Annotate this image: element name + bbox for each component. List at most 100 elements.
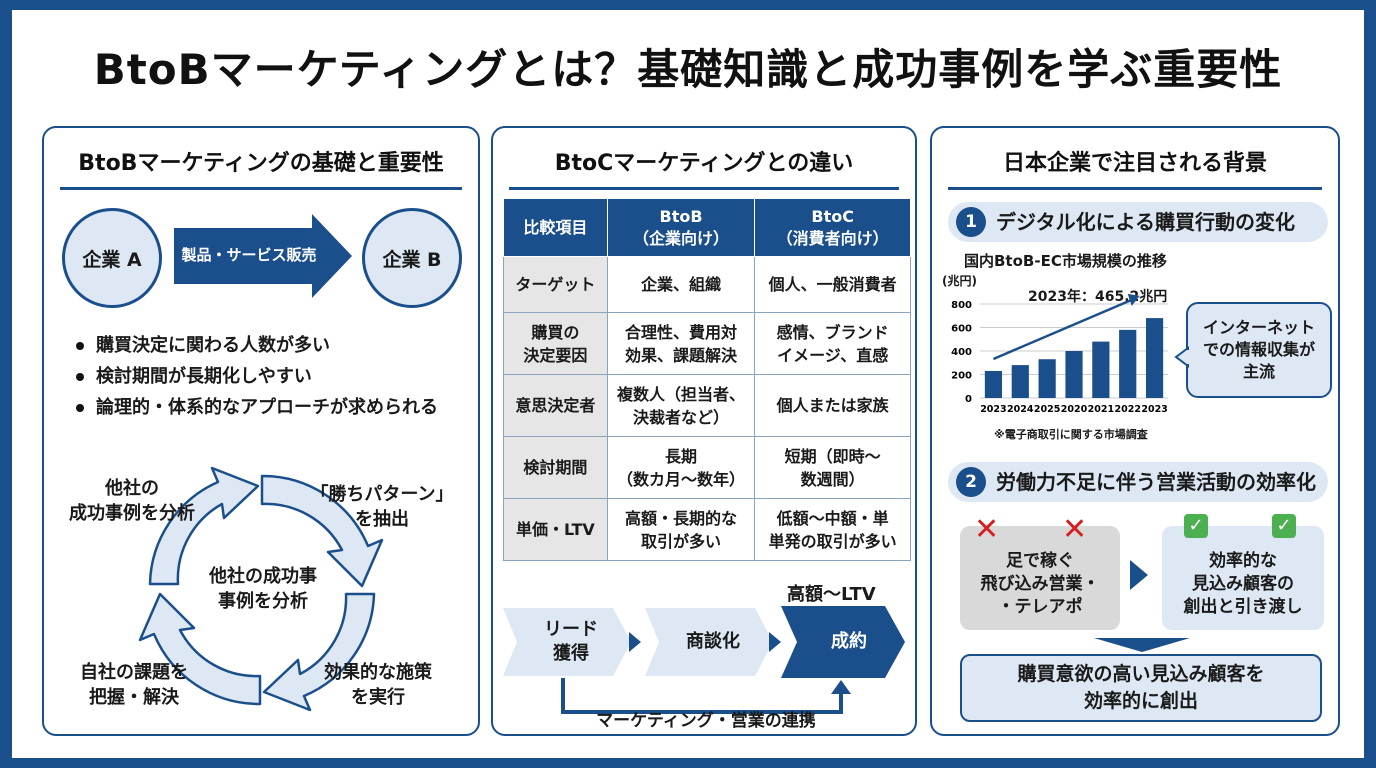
cycle-center-label: 他社の成功事 事例を分析 (209, 566, 317, 612)
check-icon: ✓ (1272, 514, 1296, 538)
section1-badge: 1 デジタル化による購買行動の変化 (948, 202, 1328, 242)
table-cell: 低額〜中額・単 単発の取引が多い (754, 498, 911, 561)
arrow-right-icon (1130, 560, 1148, 590)
chart-bar (1145, 318, 1164, 398)
table-row-label: 意思決定者 (503, 374, 608, 437)
x-tick-label: 2020 (1061, 404, 1088, 415)
company-b-label: 企業 B (382, 248, 442, 271)
company-b-circle: 企業 B (362, 208, 462, 308)
sales-arrow (174, 214, 352, 298)
cycle-center-text: 他社の成功事 事例を分析 (188, 564, 338, 614)
bullet-list: 購買決定に関わる人数が多い 検討期間が長期化しやすい 論理的・体系的なアプローチ… (74, 330, 438, 423)
result-box: 購買意欲の高い見込み顧客を 効率的に創出 (960, 654, 1322, 722)
comparison-table: 比較項目 BtoB （企業向け） BtoC （消費者向け） ターゲット 企業、組… (503, 198, 911, 561)
background-heading: 日本企業で注目される背景 (948, 148, 1322, 190)
table-row: 単価・LTV 高額・長期的な 取引が多い 低額〜中額・単 単発の取引が多い (503, 498, 911, 561)
table-cell: 個人、一般消費者 (754, 256, 911, 313)
table-row-label: ターゲット (503, 256, 608, 313)
table-row-label: 検討期間 (503, 436, 608, 499)
table-cell: 企業、組織 (606, 256, 756, 313)
table-cell: 長期 （数カ月〜数年） (606, 436, 756, 499)
table-cell: 感情、ブランド イメージ、直感 (754, 312, 911, 375)
callout-pointer (1174, 346, 1190, 368)
y-tick-label: 600 (951, 324, 972, 335)
comparison-panel: BtoCマーケティングとの違い 比較項目 BtoB （企業向け） BtoC （消… (491, 126, 917, 736)
x-tick-label: 2023 (1141, 404, 1167, 415)
table-row-label: 購買の 決定要因 (503, 312, 608, 375)
table-row: 検討期間 長期 （数カ月〜数年） 短期（即時〜 数週間） (503, 436, 911, 499)
y-tick-label: 0 (965, 394, 972, 405)
table-cell: 高額・長期的な 取引が多い (606, 498, 756, 561)
chart-bar (1011, 365, 1029, 398)
chart-bar (984, 370, 1003, 398)
table-cell: 個人または家族 (754, 374, 911, 437)
success-cycle-diagram (138, 466, 384, 712)
table-row: ターゲット 企業、組織 個人、一般消費者 (503, 256, 911, 313)
table-header-row: 比較項目 BtoB （企業向け） BtoC （消費者向け） (503, 198, 911, 257)
table-header-cell: BtoC （消費者向け） (754, 198, 911, 257)
table-cell: 短期（即時〜 数週間） (754, 436, 911, 499)
cycle-step-execute: 効果的な施策 を実行 (324, 662, 432, 708)
flow-top-label: 高額〜LTV (787, 584, 876, 605)
chart-bar (1119, 329, 1137, 398)
y-tick-label: 400 (951, 347, 972, 358)
flow-bottom-label: マーケティング・営業の連携 (596, 711, 816, 731)
x-tick-label: 2023 (980, 404, 1006, 415)
section1-number: 1 (956, 207, 986, 237)
flow-step-lead: リード 獲得 (544, 619, 598, 664)
chart-source: ※電子商取引に関する市場調査 (994, 428, 1148, 441)
before-box (960, 526, 1120, 630)
comparison-heading: BtoCマーケティングとの違い (509, 148, 899, 190)
section2-number: 2 (956, 467, 986, 497)
sales-arrow-label: 製品・サービス販売 (181, 246, 317, 264)
x-tick-label: 2021 (1088, 404, 1114, 415)
section2-title: 労働力不足に伴う営業活動の効率化 (996, 470, 1316, 494)
flow-step-negotiation: 商談化 (686, 631, 740, 652)
y-tick-label: 200 (951, 371, 972, 382)
chart-title: 国内BtoB-EC市場規模の推移 (964, 252, 1167, 270)
table-row: 購買の 決定要因 合理性、費用対 効果、課題解決 感情、ブランド イメージ、直感 (503, 312, 911, 375)
section2-badge: 2 労働力不足に伴う営業活動の効率化 (948, 462, 1328, 502)
bullet-item: 検討期間が長期化しやすい (74, 361, 438, 392)
cross-icon: ✕ (974, 512, 1000, 547)
chart-bar (1092, 341, 1110, 398)
company-a-label: 企業 A (82, 248, 142, 271)
x-tick-label: 2025 (1034, 404, 1060, 415)
table-cell: 複数人（担当者、 決裁者など） (606, 374, 756, 437)
x-tick-label: 2024 (1007, 404, 1034, 415)
chart-bar (1065, 351, 1083, 398)
bullet-item: 購買決定に関わる人数が多い (74, 330, 438, 361)
after-text: 効率的な 見込み顧客の 創出と引き渡し (1183, 550, 1303, 617)
basics-heading: BtoBマーケティングの基礎と重要性 (60, 148, 462, 190)
flow-step-contract: 成約 (831, 631, 867, 652)
chart-bar (1038, 359, 1056, 398)
callout-box (1186, 302, 1332, 398)
x-tick-label: 2022 (1114, 404, 1140, 415)
cycle-step-analyze: 他社の 成功事例を分析 (69, 478, 195, 524)
background-panel: 日本企業で注目される背景 1 デジタル化による購買行動の変化 国内BtoB-EC… (930, 126, 1340, 736)
y-tick-label: 800 (951, 300, 972, 311)
after-box (1162, 526, 1324, 630)
sales-flow-diagram (503, 606, 905, 714)
arrow-down-icon (1094, 638, 1190, 652)
trend-line (992, 298, 1133, 361)
table-cell: 合理性、費用対 効果、課題解決 (606, 312, 756, 375)
section1-title: デジタル化による購買行動の変化 (996, 210, 1295, 234)
company-a-circle: 企業 A (62, 208, 162, 308)
page-title: BtoBマーケティングとは？基礎知識と成功事例を学ぶ重要性 (93, 45, 1283, 94)
basics-panel: BtoBマーケティングの基礎と重要性 企業 A 製品・サービス販売 企業 B 購… (42, 126, 480, 736)
bullet-item: 論理的・体系的なアプローチが求められる (74, 392, 438, 423)
table-header-cell: 比較項目 (503, 198, 608, 257)
cycle-step-extract: 「勝ちパターン」 を抽出 (310, 484, 454, 530)
cycle-step-solve: 自社の課題を 把握・解決 (80, 662, 188, 708)
table-row-label: 単価・LTV (503, 498, 608, 561)
check-icon: ✓ (1184, 514, 1208, 538)
before-text: 足で稼ぐ 飛び込み営業・ ・テレアポ (980, 550, 1100, 617)
table-header-cell: BtoB （企業向け） (606, 198, 756, 257)
callout-text: インターネット での情報収集が 主流 (1202, 318, 1315, 381)
cross-icon: ✕ (1062, 512, 1088, 547)
trend-arrowhead (1127, 293, 1140, 306)
table-row: 意思決定者 複数人（担当者、 決裁者など） 個人または家族 (503, 374, 911, 437)
